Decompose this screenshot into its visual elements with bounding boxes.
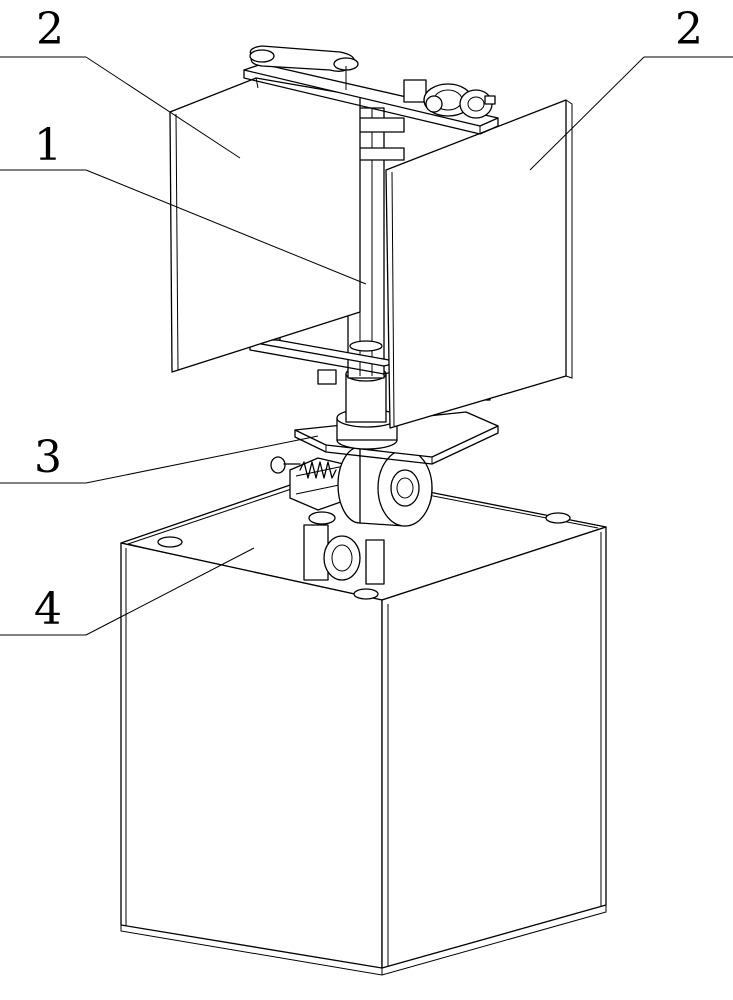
callout-shaft: 1 <box>34 120 62 171</box>
callout-vane-left: 2 <box>36 4 64 55</box>
bracket-assembly <box>270 408 499 585</box>
motor-shaft-end <box>390 469 420 507</box>
bolt-head <box>545 512 571 524</box>
spring <box>299 461 337 479</box>
vane-left <box>169 77 361 373</box>
bolt-head <box>157 536 183 548</box>
vane-panel <box>385 99 567 429</box>
base-box <box>120 471 607 976</box>
leader-line <box>85 435 319 484</box>
callout-box: 4 <box>34 584 62 635</box>
support-block <box>365 539 385 585</box>
top-linkage <box>243 45 499 135</box>
vane-panel <box>169 77 361 373</box>
base-box-left-face <box>120 542 383 969</box>
leader-line <box>85 547 255 636</box>
leader-lines <box>0 56 733 636</box>
motor-knob <box>323 535 361 581</box>
pulley <box>249 49 275 63</box>
callout-vane-right: 2 <box>675 4 703 55</box>
leader-line <box>85 56 241 159</box>
callout-bracket: 3 <box>34 432 62 483</box>
leader-line <box>85 169 367 285</box>
clamp-screw-knob <box>270 456 286 474</box>
vane-right <box>385 99 573 429</box>
leader-line <box>529 56 645 171</box>
bolt-head <box>353 588 379 600</box>
base-box-right-face <box>381 526 607 969</box>
